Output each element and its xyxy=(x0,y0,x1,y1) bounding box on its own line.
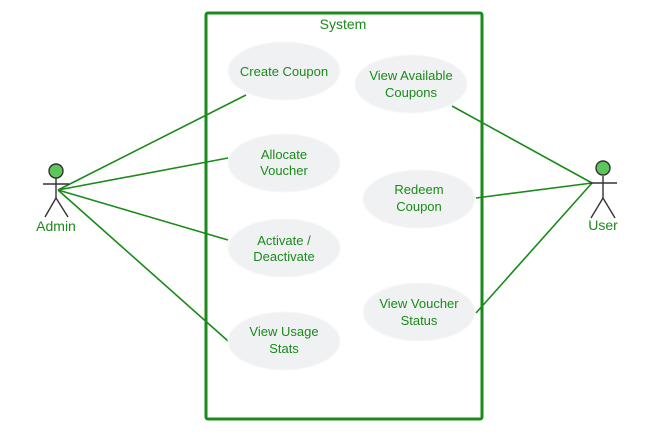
actor-label: Admin xyxy=(36,218,76,234)
use-case-ellipse[interactable] xyxy=(354,54,468,114)
association-user-redeem-coupon xyxy=(475,182,593,199)
use-case-label-line-2: Voucher xyxy=(260,163,308,178)
use-case-create-coupon[interactable]: Create Coupon xyxy=(227,41,341,101)
use-case-label-line-1: Activate / xyxy=(257,233,311,248)
association-admin-create-coupon xyxy=(57,94,247,191)
use-case-ellipse[interactable] xyxy=(227,133,341,193)
association-admin-activate-deactivate xyxy=(57,189,229,241)
system-boundary-rect xyxy=(204,11,484,421)
use-case-ellipse[interactable] xyxy=(227,41,341,101)
actor-head xyxy=(595,160,611,176)
actor-user[interactable]: User xyxy=(588,160,618,233)
use-case-label-line-1: View Available xyxy=(369,68,452,83)
association-user-view-available-coupons xyxy=(451,105,593,184)
stick-figure-icon xyxy=(43,178,69,218)
use-case-ellipse[interactable] xyxy=(362,169,476,229)
associations xyxy=(57,94,593,342)
use-case-allocate-voucher[interactable]: Allocate Voucher xyxy=(227,133,341,193)
use-case-activate-deactivate[interactable]: Activate / Deactivate xyxy=(227,218,341,278)
use-case-label-line-1: Allocate xyxy=(261,147,307,162)
stick-figure-icon xyxy=(590,176,617,219)
use-case-label-line-2: Status xyxy=(401,313,438,328)
use-case-label-line-2: Deactivate xyxy=(253,249,314,264)
use-case-label-line-1: Redeem xyxy=(394,182,443,197)
use-case-label-line-1: View Usage xyxy=(249,324,318,339)
association-admin-allocate-voucher xyxy=(57,157,229,191)
use-case-label-line-1: View Voucher xyxy=(379,296,459,311)
system-title: System xyxy=(320,16,367,32)
association-user-view-voucher-status xyxy=(475,182,593,314)
use-case-ellipse[interactable] xyxy=(362,282,476,342)
use-case-ellipse[interactable] xyxy=(227,311,341,371)
use-case-redeem-coupon[interactable]: Redeem Coupon xyxy=(362,169,476,229)
use-case-label-line-2: Coupons xyxy=(385,85,438,100)
use-case-ellipse[interactable] xyxy=(227,218,341,278)
system-boundary: System xyxy=(204,11,484,421)
use-case-label-line-2: Coupon xyxy=(396,199,442,214)
association-admin-view-usage-stats xyxy=(57,189,229,342)
use-case-view-available-coupons[interactable]: View Available Coupons xyxy=(354,54,468,114)
actor-label: User xyxy=(588,217,618,233)
actor-head xyxy=(48,163,64,179)
use-case-label-line-2: Stats xyxy=(269,341,299,356)
use-case-view-usage-stats[interactable]: View Usage Stats xyxy=(227,311,341,371)
actor-admin[interactable]: Admin xyxy=(36,163,76,234)
use-case-label: Create Coupon xyxy=(240,64,328,79)
use-case-view-voucher-status[interactable]: View Voucher Status xyxy=(362,282,476,342)
